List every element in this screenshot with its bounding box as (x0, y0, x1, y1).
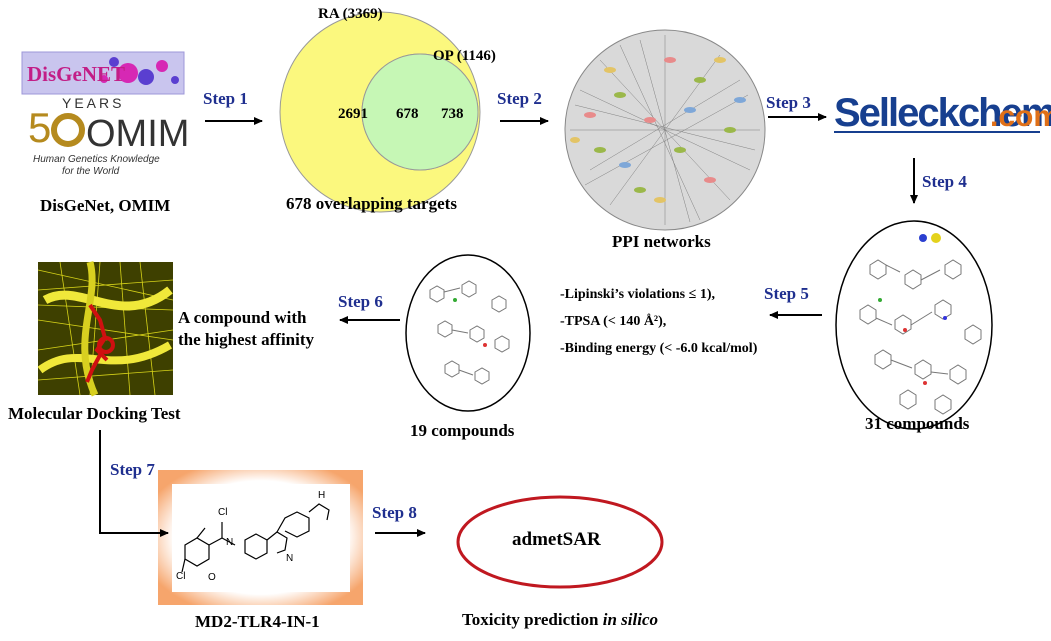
toxicity-caption-italic: in silico (602, 610, 658, 629)
step-1-label: Step 1 (203, 89, 248, 108)
admetsar-label: admetSAR (512, 529, 601, 550)
affinity-line-2: the highest affinity (178, 330, 314, 349)
venn-caption: 678 overlapping targets (286, 194, 457, 213)
step-7-label: Step 7 (110, 460, 155, 479)
molecule-caption: MD2-TLR4-IN-1 (195, 612, 320, 631)
venn-only-ra: 2691 (338, 106, 368, 122)
omim-logo: 5 YEARS OMIM Human Genetics Knowledge fo… (28, 95, 189, 177)
venn-ra-label: RA (3369) (318, 6, 383, 22)
affinity-line-1: A compound with (178, 308, 307, 327)
docking-caption: Molecular Docking Test (8, 404, 181, 423)
svg-text:Human Genetics Knowledge: Human Genetics Knowledge (33, 154, 160, 165)
step-3-label: Step 3 (766, 93, 811, 112)
disgenet-logo: DisGeNET (21, 51, 185, 95)
venn-only-op: 738 (441, 106, 464, 122)
ppi-caption: PPI networks (612, 232, 711, 251)
venn-op-label: OP (1146) (433, 48, 496, 64)
svg-text:.com: .com (990, 100, 1051, 133)
step-2-label: Step 2 (497, 89, 542, 108)
compounds-19-caption: 19 compounds (410, 421, 515, 440)
toxicity-caption-prefix: Toxicity prediction (462, 610, 603, 629)
atom-h-indole: H (318, 490, 326, 501)
flow-arrows (99, 113, 918, 537)
atom-nh: N (226, 537, 234, 548)
sources-caption: DisGeNet, OMIM (40, 196, 171, 215)
criterion-lipinski: -Lipinski’s violations ≤ 1), (560, 287, 715, 302)
criterion-binding-energy: -Binding energy (< -6.0 kcal/mol) (560, 341, 758, 356)
atom-o: O (208, 572, 216, 583)
venn-overlap-count: 678 (396, 106, 419, 122)
compounds-31-oval (835, 220, 993, 430)
atom-n-ring: N (286, 553, 294, 564)
compounds-19-oval (405, 254, 531, 412)
venn-overlap (361, 53, 479, 171)
svg-text:for the World: for the World (62, 166, 120, 177)
step-6-label: Step 6 (338, 292, 383, 311)
svg-text:5: 5 (28, 104, 51, 151)
svg-text:DisGeNET: DisGeNET (27, 62, 125, 86)
step-5-label: Step 5 (764, 284, 809, 303)
admetsar-ellipse (456, 495, 664, 589)
atom-cl-top: Cl (218, 507, 228, 518)
atom-cl-bottom: Cl (176, 571, 186, 582)
step-4-label: Step 4 (922, 172, 967, 191)
toxicity-caption: Toxicity prediction in silico (462, 610, 658, 630)
compounds-31-caption: 31 compounds (865, 414, 970, 433)
docking-image (37, 261, 174, 397)
selleckchem-logo: Selleckchem .com (834, 91, 1051, 135)
criterion-tpsa: -TPSA (< 140 Å²), (560, 314, 667, 329)
venn-diagram (279, 11, 481, 213)
step-8-label: Step 8 (372, 503, 417, 522)
ppi-network (564, 29, 766, 231)
svg-text:OMIM: OMIM (86, 113, 189, 155)
svg-text:YEARS: YEARS (62, 95, 124, 111)
molecule-structure (158, 470, 363, 605)
arrow-step-7 (99, 430, 169, 537)
svg-text:Selleckchem: Selleckchem (834, 91, 1051, 135)
